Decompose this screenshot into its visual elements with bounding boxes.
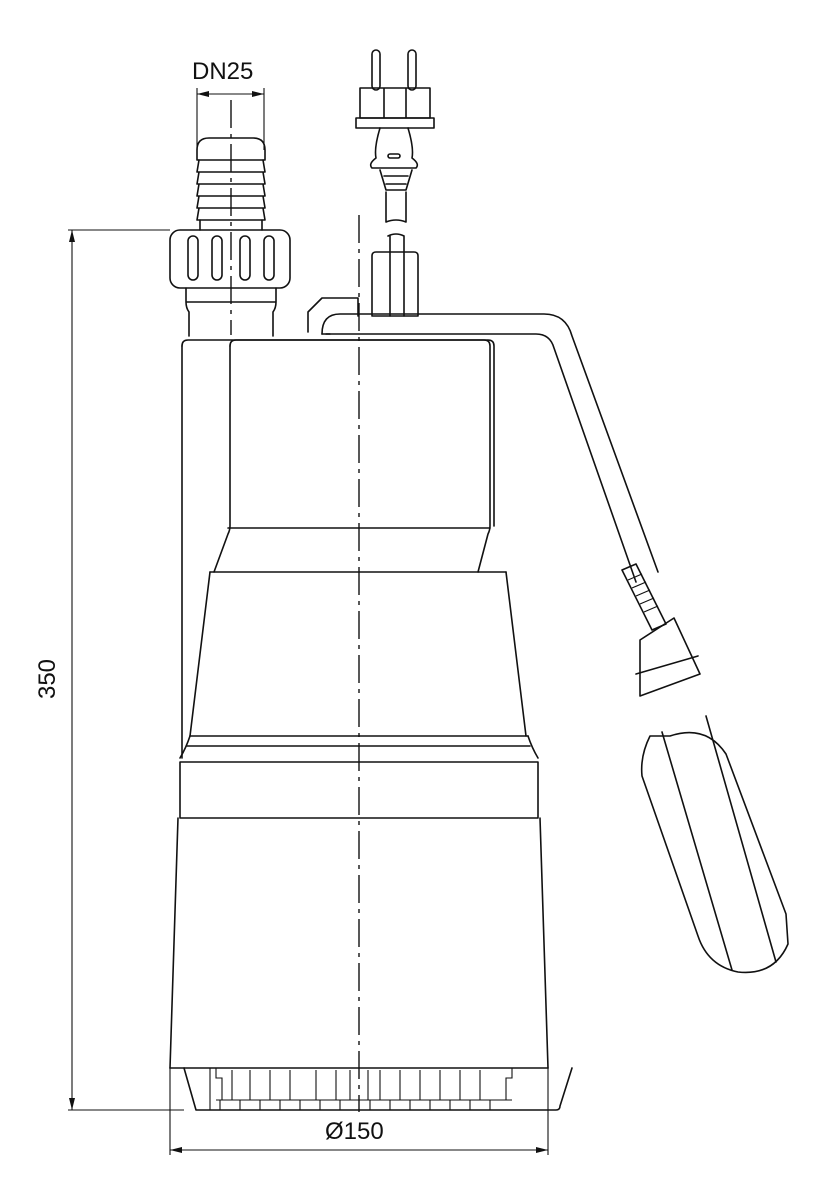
strainer-base [183,1067,573,1111]
power-plug [355,49,435,317]
handle [307,251,659,583]
diameter-dimension [169,1068,549,1155]
dn25-dimension [196,88,265,150]
pump-body-upper [179,339,539,759]
pump-body-band [179,761,539,819]
height-dimension [68,229,184,1111]
float-switch [621,563,789,974]
height-label: 350 [34,658,62,700]
union-nut [169,229,291,337]
pump-body-lower [169,817,549,1069]
hose-barb [196,137,266,231]
diameter-label: Ø150 [325,1118,384,1145]
dn25-label: DN25 [192,58,254,85]
